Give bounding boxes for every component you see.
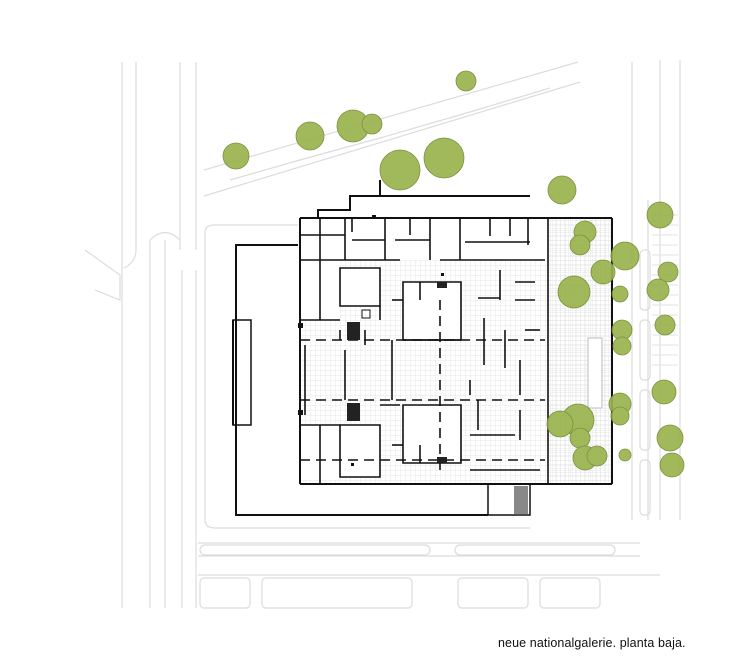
tree-icon: [379, 149, 421, 191]
tree-icon: [654, 314, 676, 336]
terrace-fixtures: [587, 337, 603, 409]
traffic-islands: [84, 231, 651, 609]
column-lines: [300, 300, 545, 470]
plan-caption: neue nationalgalerie. planta baja.: [498, 636, 686, 650]
tree-icon: [423, 137, 465, 179]
columns: [298, 215, 444, 466]
tree-icon: [546, 410, 574, 438]
tree-icon: [222, 142, 250, 170]
tree-icon: [610, 241, 640, 271]
tree-icon: [586, 445, 608, 467]
tree-icon: [361, 113, 383, 135]
tree-icon: [557, 275, 591, 309]
tree-icon: [656, 424, 684, 452]
tree-icon: [651, 379, 677, 405]
tree-icon: [657, 261, 679, 283]
tree-icon: [569, 427, 591, 449]
interior-stairs: [347, 282, 447, 463]
trees: [222, 70, 685, 478]
south-stair: [487, 483, 531, 516]
tree-icon: [612, 336, 632, 356]
tree-icon: [611, 285, 629, 303]
exterior-walls: [232, 180, 613, 516]
tree-icon: [547, 175, 577, 205]
tree-icon: [618, 448, 632, 462]
tree-icon: [569, 234, 591, 256]
tree-icon: [610, 406, 630, 426]
tree-icon: [295, 121, 325, 151]
tree-icon: [646, 201, 674, 229]
tree-icon: [646, 278, 670, 302]
tree-icon: [659, 452, 685, 478]
tree-icon: [590, 259, 616, 285]
tree-icon: [455, 70, 477, 92]
